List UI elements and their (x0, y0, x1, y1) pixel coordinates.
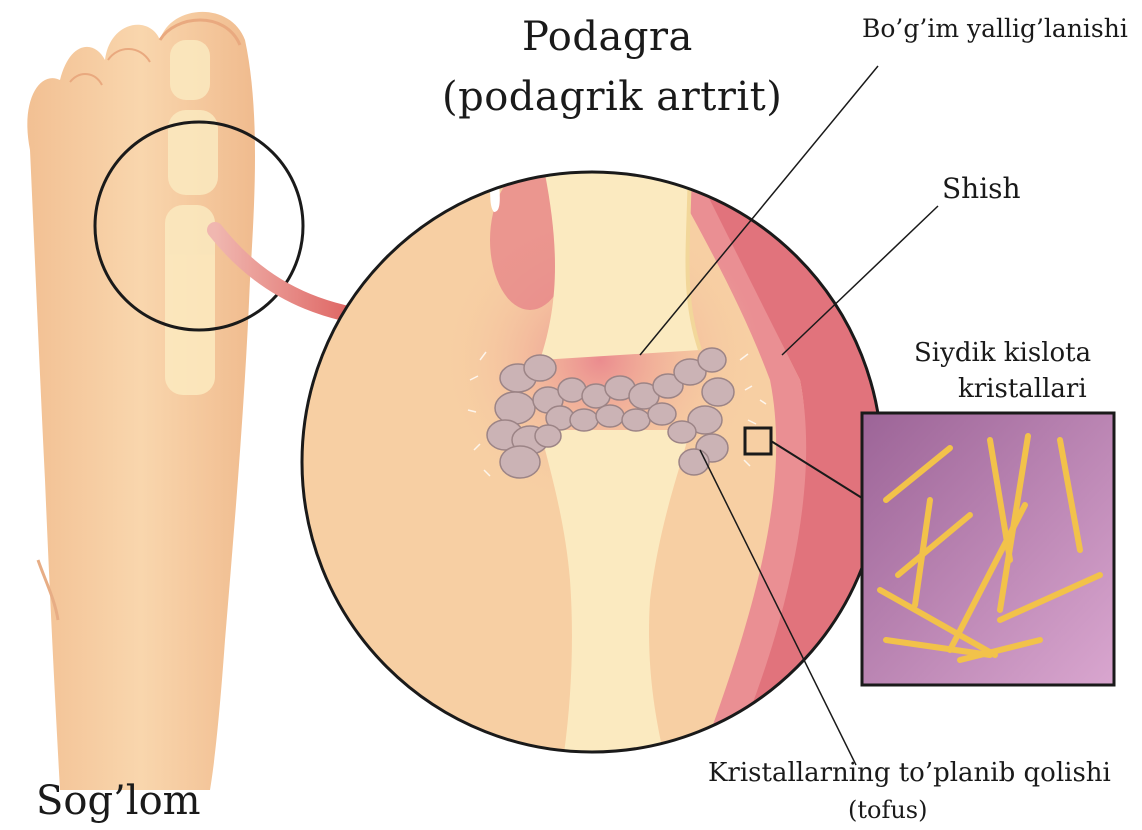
label-swelling: Shish (942, 172, 1021, 205)
label-uric-acid-line1: Siydik kislota (914, 338, 1091, 368)
crystal-panel (862, 413, 1114, 685)
diagram-subtitle: (podagrik artrit) (442, 74, 782, 120)
label-healthy: Sog’lom (36, 778, 201, 824)
label-tophus-line2: (tofus) (848, 796, 927, 824)
joint-detail (300, 128, 900, 781)
healthy-foot (27, 12, 255, 790)
diagram-title: Podagra (522, 14, 693, 60)
label-uric-acid-line2: kristallari (958, 374, 1087, 404)
label-joint-inflammation: Bo’g’im yallig’lanishi (862, 14, 1128, 43)
label-tophus-line1: Kristallarning to’planib qolishi (708, 758, 1111, 788)
